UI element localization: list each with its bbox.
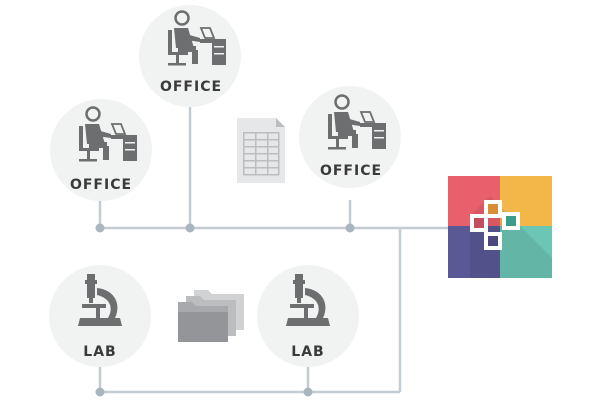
folder-stack-icon xyxy=(178,290,244,342)
connector-dot xyxy=(95,387,105,397)
app-logo-icon[interactable] xyxy=(448,176,552,278)
lab-node-right[interactable]: LAB xyxy=(257,265,359,367)
connector-dots xyxy=(95,223,355,397)
office-label: OFFICE xyxy=(160,79,222,95)
lab-node-left[interactable]: LAB xyxy=(49,265,151,367)
network-lines xyxy=(98,104,448,394)
lab-label: LAB xyxy=(83,344,116,360)
office-node-top[interactable]: OFFICE xyxy=(139,5,241,107)
connector-dot xyxy=(185,223,195,233)
office-label: OFFICE xyxy=(320,163,382,179)
office-node-right[interactable]: OFFICE xyxy=(299,86,401,188)
office-node-left[interactable]: OFFICE xyxy=(50,99,152,201)
connector-dot xyxy=(303,387,313,397)
lab-label: LAB xyxy=(291,344,324,360)
connector-dot xyxy=(95,223,105,233)
connector-dot xyxy=(345,223,355,233)
spreadsheet-icon xyxy=(237,118,285,183)
office-label: OFFICE xyxy=(70,177,132,193)
